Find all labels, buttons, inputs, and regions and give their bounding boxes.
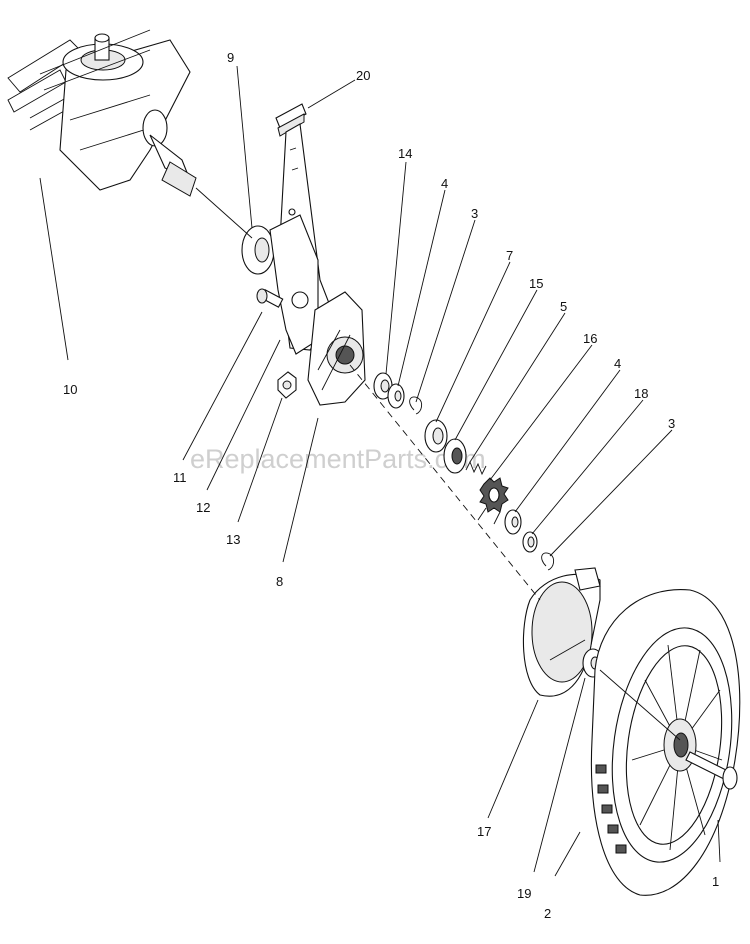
pinion-part xyxy=(443,438,467,474)
callout-label: 16 xyxy=(583,331,597,346)
axis-line-upper xyxy=(195,187,253,239)
callout-label: 1 xyxy=(712,874,719,889)
leader-lines xyxy=(39,65,721,877)
callout-label: 4 xyxy=(614,356,621,371)
wheel-part xyxy=(590,588,741,896)
callout-label: 3 xyxy=(668,416,675,431)
callout-label: 7 xyxy=(506,248,513,263)
nut-part xyxy=(277,371,297,399)
washer-4-part xyxy=(387,383,405,409)
callout-label: 10 xyxy=(63,382,77,397)
retaining-ring-3b-part xyxy=(541,552,555,571)
bolt-part xyxy=(256,288,284,308)
callout-label: 2 xyxy=(544,906,551,921)
callout-label: 11 xyxy=(173,470,187,485)
callout-label: 15 xyxy=(529,276,543,291)
axle-bolt-part xyxy=(685,751,738,790)
gear-part xyxy=(477,477,509,525)
bracket-part xyxy=(307,291,366,406)
washer-4b-part xyxy=(504,509,522,535)
transmission-part xyxy=(7,29,197,197)
callout-label: 8 xyxy=(276,574,283,589)
axis-line-middle xyxy=(349,364,541,601)
cover-part xyxy=(522,567,601,697)
retaining-ring-3-part xyxy=(409,396,423,415)
axis-line-lower xyxy=(599,669,681,741)
callout-label: 4 xyxy=(441,176,448,191)
callout-label: 19 xyxy=(517,886,531,901)
callout-label: 14 xyxy=(398,146,412,161)
washer-7-part xyxy=(424,419,448,453)
callout-label: 3 xyxy=(471,206,478,221)
callout-labels: 9 20 10 14 4 3 7 15 5 16 4 18 3 11 12 13… xyxy=(63,50,719,921)
callout-label: 18 xyxy=(634,386,648,401)
bushing-part xyxy=(522,531,538,553)
bearing-part xyxy=(241,225,275,275)
plate-part xyxy=(269,214,319,355)
callout-label: 9 xyxy=(227,50,234,65)
callout-label: 17 xyxy=(477,824,491,839)
callout-label: 20 xyxy=(356,68,370,83)
callout-label: 12 xyxy=(196,500,210,515)
callout-label: 13 xyxy=(226,532,240,547)
washer-14-part xyxy=(373,372,393,400)
callout-label: 5 xyxy=(560,299,567,314)
spring-part xyxy=(465,460,487,476)
